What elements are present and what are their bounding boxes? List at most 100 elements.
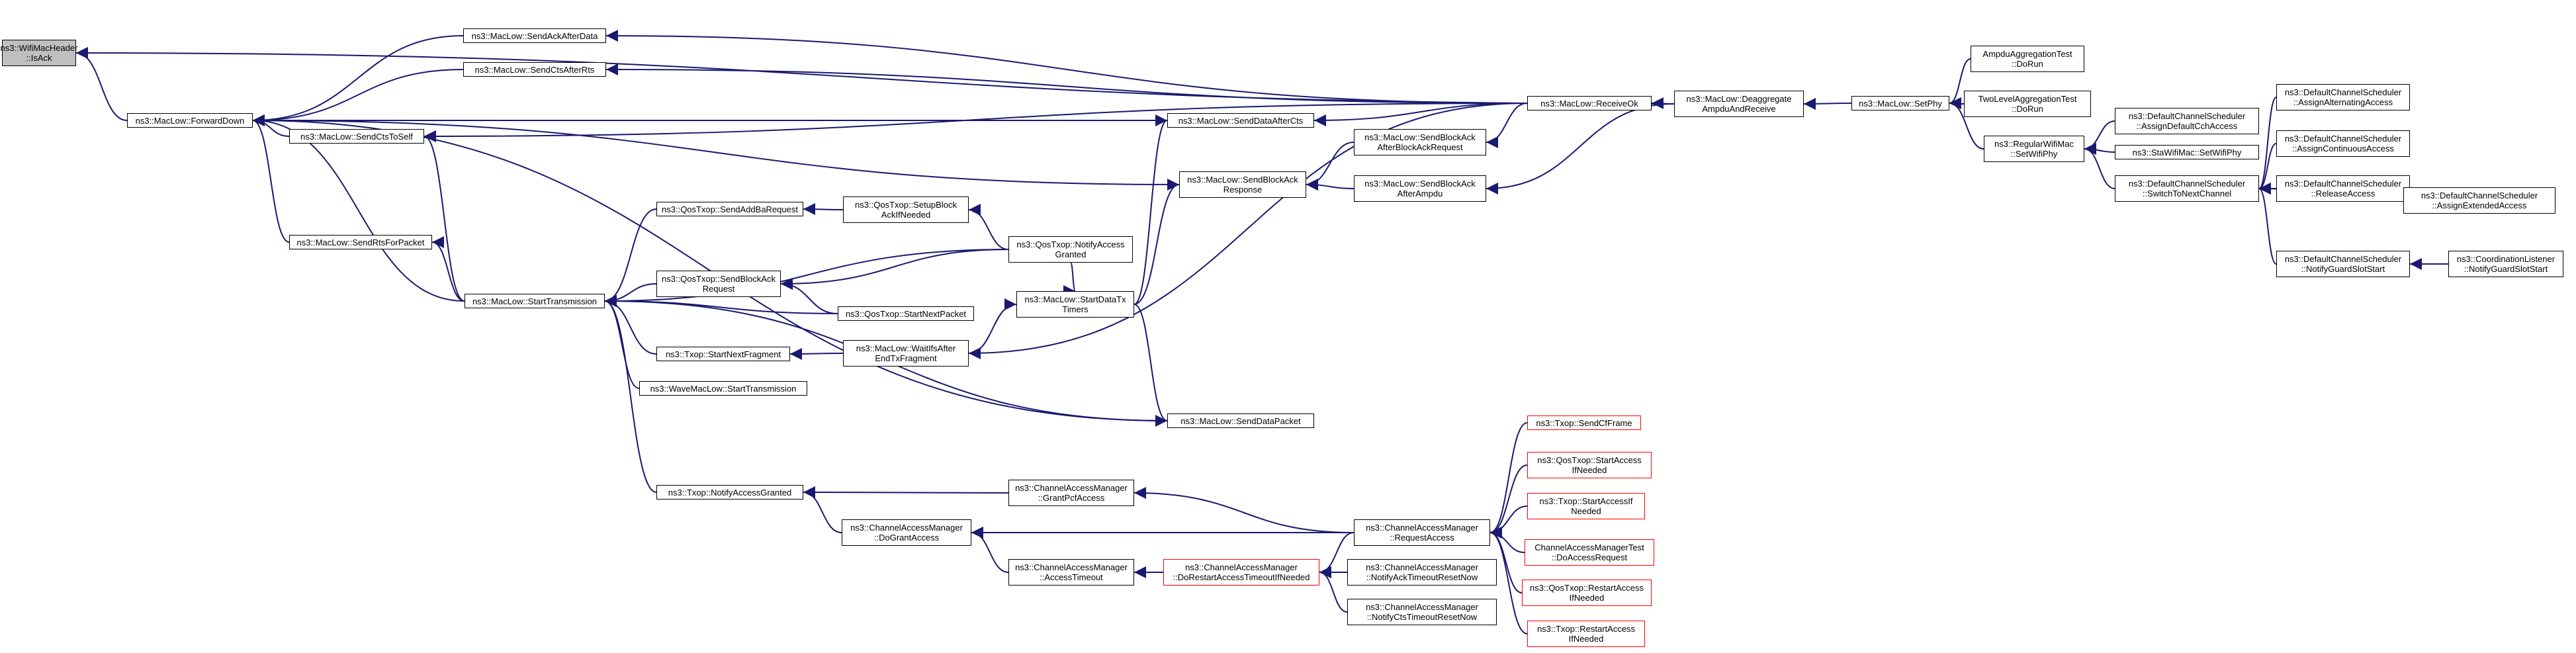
graph-node-n15[interactable]: ns3::Txop::StartNextFragment [656, 347, 790, 361]
graph-node-n29[interactable]: ns3::ChannelAccessManager::NotifyCtsTime… [1347, 599, 1497, 625]
call-edge [1133, 114, 1168, 305]
graph-node-n42[interactable]: ns3::DefaultChannelScheduler::NotifyGuar… [2276, 251, 2410, 277]
call-edge [75, 47, 128, 121]
call-edge [604, 295, 838, 314]
call-edge [780, 249, 1009, 290]
node-label: ::AssignAlternatingAccess [2293, 97, 2393, 107]
graph-node-n22[interactable]: ns3::ChannelAccessManager::AccessTimeout [1008, 559, 1134, 586]
graph-node-n39[interactable]: ns3::DefaultChannelScheduler::AssignCont… [2276, 130, 2410, 157]
graph-node-n27[interactable]: ns3::ChannelAccessManager::RequestAccess [1354, 519, 1490, 546]
graph-node-n28[interactable]: ns3::ChannelAccessManager::NotifyAckTime… [1347, 559, 1497, 586]
graph-node-n19[interactable]: ns3::Txop::NotifyAccessGranted [656, 485, 803, 500]
graph-node-n40[interactable]: ns3::DefaultChannelScheduler::ReleaseAcc… [2276, 175, 2410, 202]
call-edge [968, 204, 1009, 250]
graph-node-n1[interactable]: ns3::MacLow::ForwardDown [127, 113, 253, 128]
node-label: ns3::QosTxop::SendAddBaRequest [662, 204, 798, 214]
graph-node-n36[interactable]: ns3::StaWifiMac::SetWifiPhy [2115, 145, 2259, 159]
node-label: Timers [1062, 304, 1088, 314]
node-label: ChannelAccessManagerTest [1534, 543, 1644, 552]
call-edge [252, 114, 290, 243]
call-edge [431, 236, 465, 302]
graph-node-n21[interactable]: ns3::ChannelAccessManager::DoGrantAccess [842, 519, 971, 546]
call-edge [1306, 142, 1355, 191]
graph-node-n23[interactable]: ns3::ChannelAccessManager::DoRestartAcce… [1163, 559, 1319, 586]
graph-node-n6[interactable]: ns3::MacLow::StartTransmission [465, 294, 605, 308]
graph-node-n24[interactable]: ns3::MacLow::ReceiveOk [1527, 96, 1652, 110]
node-label: Needed [1571, 506, 1601, 516]
node-label: AmpduAggregationTest [1982, 49, 2072, 59]
graph-node-n41[interactable]: ns3::DefaultChannelScheduler::AssignExte… [2403, 187, 2555, 214]
graph-node-n38[interactable]: ns3::DefaultChannelScheduler::AssignAlte… [2276, 84, 2410, 110]
graph-node-n33[interactable]: TwoLevelAggregationTest::DoRun [1964, 91, 2091, 117]
graph-node-n44[interactable]: ns3::Txop::SendCfFrame [1527, 415, 1641, 430]
node-label: ns3::Txop::StartNextFragment [665, 349, 781, 359]
call-edge [2084, 120, 2115, 155]
graph-node-n7[interactable]: ns3::MacLow::SendDataAfterCts [1167, 113, 1314, 128]
graph-node-n20[interactable]: ns3::ChannelAccessManager::GrantPcfAcces… [1008, 480, 1134, 506]
call-edge [1133, 304, 1168, 427]
node-label: TwoLevelAggregationTest [1978, 94, 2077, 104]
node-label: ns3::MacLow::SendBlockAck [1364, 179, 1476, 189]
node-label: ::DoAccessRequest [1551, 552, 1628, 562]
call-edge [1949, 97, 1984, 150]
graph-node-n10[interactable]: ns3::QosTxop::SendAddBaRequest [656, 202, 803, 216]
call-edge [789, 347, 844, 360]
call-edge [1063, 262, 1076, 297]
node-label: ns3::MacLow::SetPhy [1859, 98, 1942, 109]
node-label: ns3::QosTxop::RestartAccess [1530, 583, 1644, 593]
graph-node-n43[interactable]: ns3::CoordinationListener::NotifyGuardSl… [2448, 251, 2563, 277]
graph-node-n3[interactable]: ns3::MacLow::SendCtsAfterRts [463, 62, 606, 77]
graph-node-n9[interactable]: ns3::MacLow::SendDataPacket [1167, 414, 1314, 428]
node-label: ns3::MacLow::SendCtsAfterRts [474, 64, 595, 75]
node-label: ::DoRestartAccessTimeoutIfNeeded [1173, 572, 1310, 582]
node-label: ::SetWifiPhy [2010, 149, 2058, 159]
graph-node-n4[interactable]: ns3::MacLow::SendCtsToSelf [289, 129, 424, 144]
graph-node-n14[interactable]: ns3::QosTxop::StartNextPacket [838, 306, 974, 321]
node-label: ns3::MacLow::ForwardDown [135, 115, 245, 126]
node-label: ns3::DefaultChannelScheduler [2128, 111, 2246, 121]
node-label: Request [702, 284, 735, 294]
graph-node-n18[interactable]: ns3::WaveMacLow::StartTransmission [639, 381, 807, 396]
node-label: ns3::CoordinationListener [2456, 254, 2555, 264]
node-label: ns3::MacLow::SendBlockAck [1364, 132, 1476, 142]
node-label: ns3::MacLow::SendAckAfterData [471, 30, 598, 41]
graph-node-n31[interactable]: ns3::MacLow::SetPhy [1851, 96, 1949, 110]
graph-node-n32[interactable]: AmpduAggregationTest::DoRun [1971, 46, 2084, 72]
call-edge [2084, 143, 2115, 189]
node-label: ns3::ChannelAccessManager [1185, 562, 1298, 572]
node-label: ns3::StaWifiMac::SetWifiPhy [2132, 147, 2242, 157]
node-label: ns3::Txop::StartAccessIf [1539, 496, 1633, 506]
node-label: ns3::Txop::RestartAccess [1536, 624, 1636, 634]
node-label: ::GrantPcfAccess [1038, 493, 1105, 503]
node-label: IfNeeded [1568, 634, 1604, 644]
node-label: ::NotifyGuardSlotStart [2301, 264, 2385, 274]
graph-node-n37[interactable]: ns3::DefaultChannelScheduler::SwitchToNe… [2115, 175, 2259, 202]
call-edge [780, 278, 838, 314]
call-edge [604, 295, 657, 493]
graph-node-n0[interactable]: ns3::WifiMacHeader::IsAck [0, 40, 78, 66]
graph-node-n34[interactable]: ns3::RegularWifiMac::SetWifiPhy [1984, 136, 2084, 162]
call-edge [604, 249, 1009, 307]
node-label: AfterAmpdu [1397, 189, 1443, 198]
graph-node-n5[interactable]: ns3::MacLow::SendRtsForPacket [289, 235, 432, 249]
graph-node-n35[interactable]: ns3::DefaultChannelScheduler::AssignDefa… [2115, 108, 2259, 134]
call-edge [252, 35, 464, 126]
call-edge [1489, 422, 1528, 539]
node-label: ns3::WaveMacLow::StartTransmission [650, 383, 797, 394]
graph-node-n2[interactable]: ns3::MacLow::SendAckAfterData [463, 28, 606, 43]
graph-node-n47[interactable]: ChannelAccessManagerTest::DoAccessReques… [1525, 539, 1654, 566]
